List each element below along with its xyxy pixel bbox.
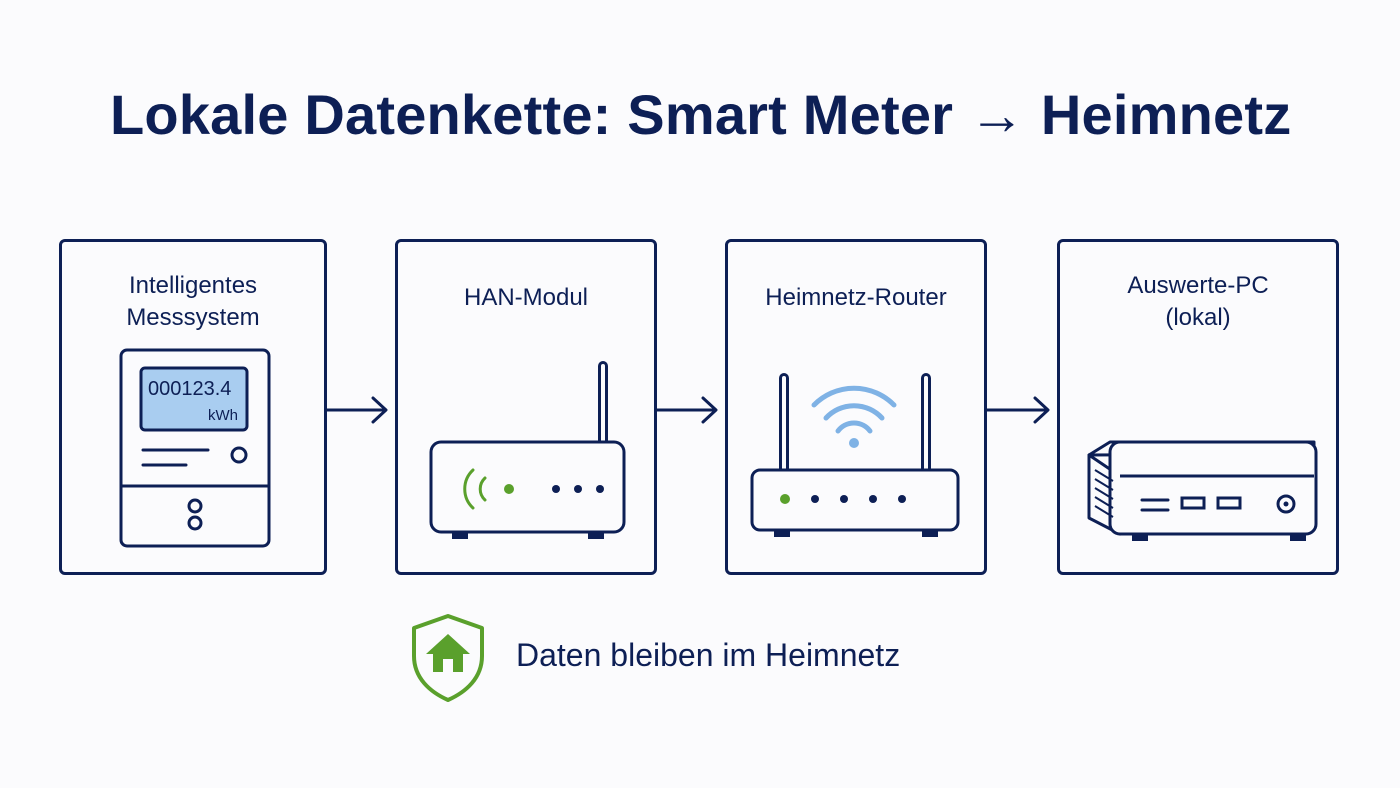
card-mini-pc: Auswerte-PC (lokal) — [1057, 239, 1339, 575]
mini-pc-icon — [1087, 440, 1318, 541]
card-smart-meter: Intelligentes Messsystem 000123.4 kWh — [59, 239, 327, 575]
card-label-router: Heimnetz-Router — [765, 284, 947, 311]
router-icon — [750, 373, 960, 537]
card-label-mini-pc: Auswerte-PC (lokal) — [1127, 272, 1269, 331]
han-module-icon — [429, 361, 626, 539]
footer-text: Daten bleiben im Heimnetz — [516, 637, 901, 673]
card-han-module: HAN-Modul — [395, 239, 657, 575]
arrow-icon — [327, 396, 388, 424]
shield-home-icon — [412, 614, 484, 702]
card-router: Heimnetz-Router — [725, 239, 987, 575]
arrow-icon — [657, 396, 718, 424]
page-title: Lokale Datenkette: Smart Meter → Heimnet… — [110, 83, 1292, 146]
card-label-smart-meter: Intelligentes Messsystem — [126, 272, 260, 331]
card-label-han-module: HAN-Modul — [463, 284, 589, 311]
arrow-icon — [987, 396, 1050, 424]
smart-meter-icon: 000123.4 kWh — [119, 348, 271, 548]
meter-display-value: 000123.4 — [148, 378, 231, 400]
meter-display-unit: kWh — [208, 407, 238, 424]
